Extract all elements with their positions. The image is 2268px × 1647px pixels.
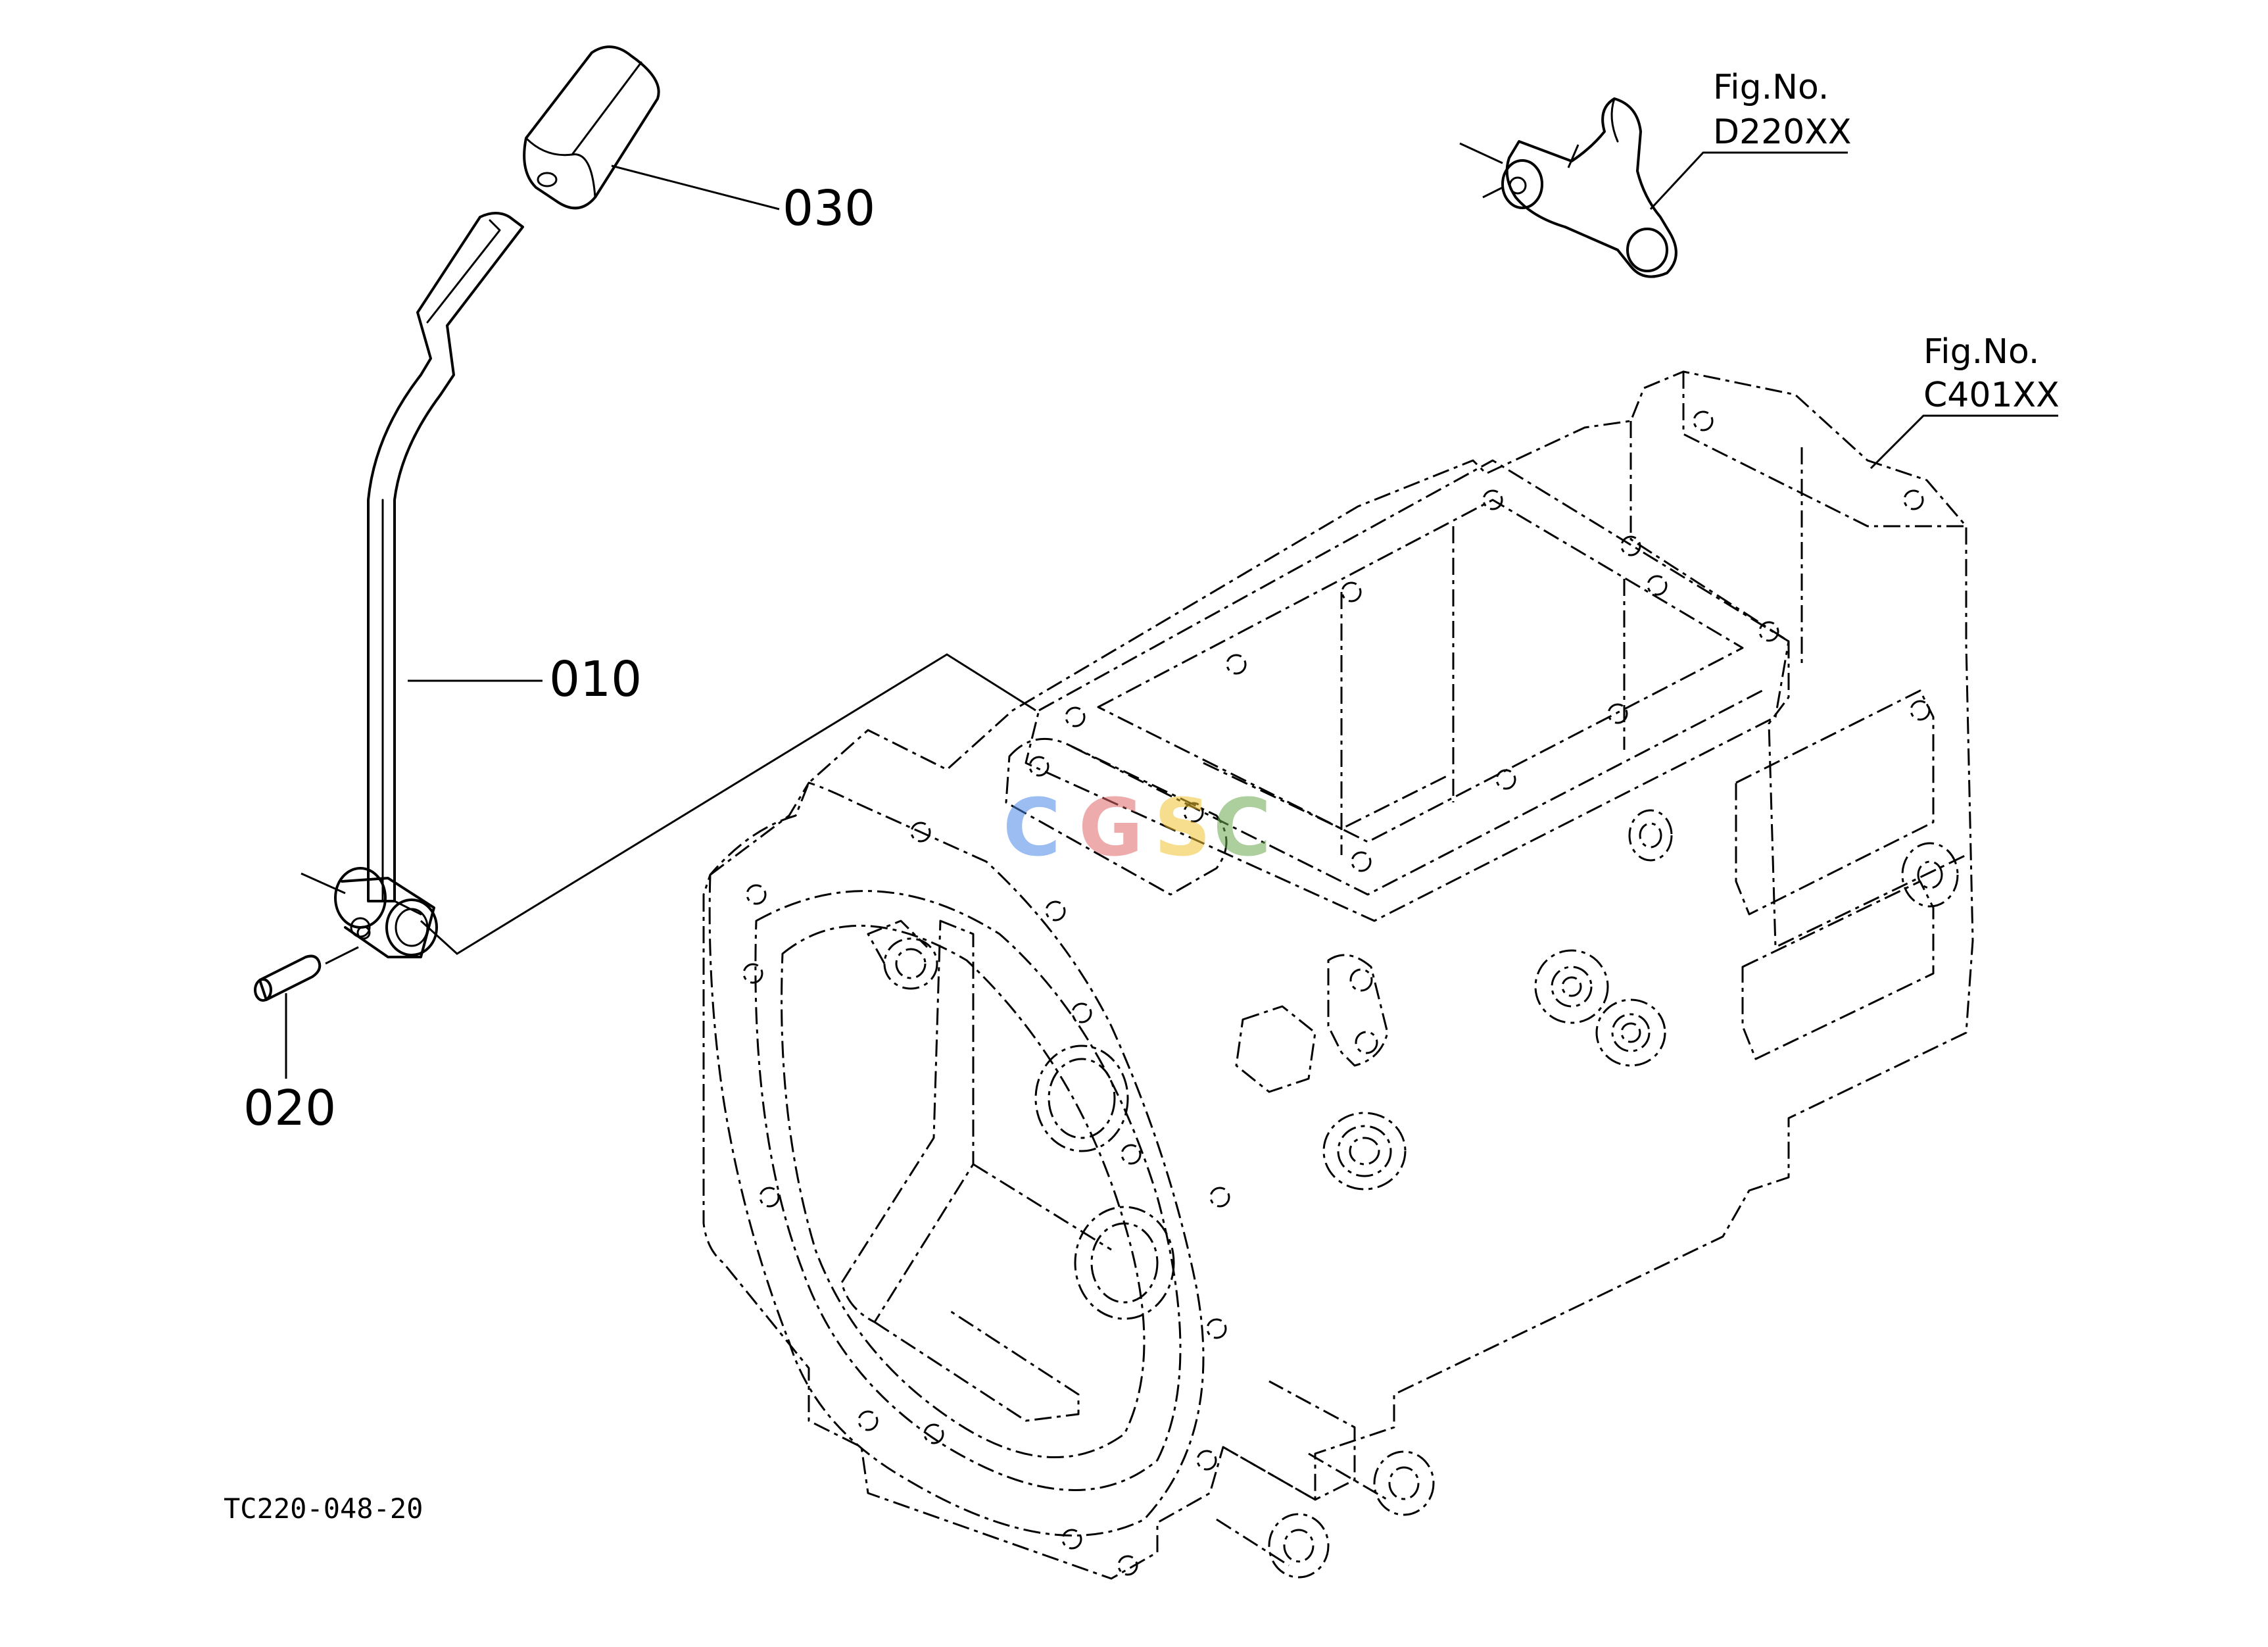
shift-arm-drawing — [1459, 97, 1677, 278]
leader-lines — [285, 151, 2058, 1079]
watermark-logo: C G S C — [1003, 783, 1271, 874]
drawing-code: TC220-048-20 — [224, 1492, 423, 1525]
part-number-020: 020 — [243, 1080, 336, 1137]
knob-drawing — [523, 45, 660, 210]
watermark-letter: C — [1213, 783, 1271, 874]
part-number-010: 010 — [549, 651, 642, 708]
fig-ref-c401-prefix: Fig.No. — [1923, 332, 2039, 372]
watermark-letter: G — [1078, 783, 1144, 874]
watermark-letter: S — [1154, 783, 1211, 874]
fig-ref-c401-code: C401XX — [1923, 376, 2060, 415]
figure-references: Fig.No. D220XX Fig.No. C401XX — [1713, 68, 2060, 415]
pin-drawing — [254, 946, 359, 1002]
watermark-letter: C — [1003, 783, 1061, 874]
fig-ref-d220-prefix: Fig.No. — [1713, 68, 1829, 107]
transmission-case-drawing — [702, 370, 1974, 1580]
part-number-030: 030 — [783, 180, 875, 237]
lever-drawing — [301, 212, 524, 958]
part-labels: 030 010 020 — [243, 180, 875, 1137]
fig-ref-d220-code: D220XX — [1713, 112, 1852, 152]
